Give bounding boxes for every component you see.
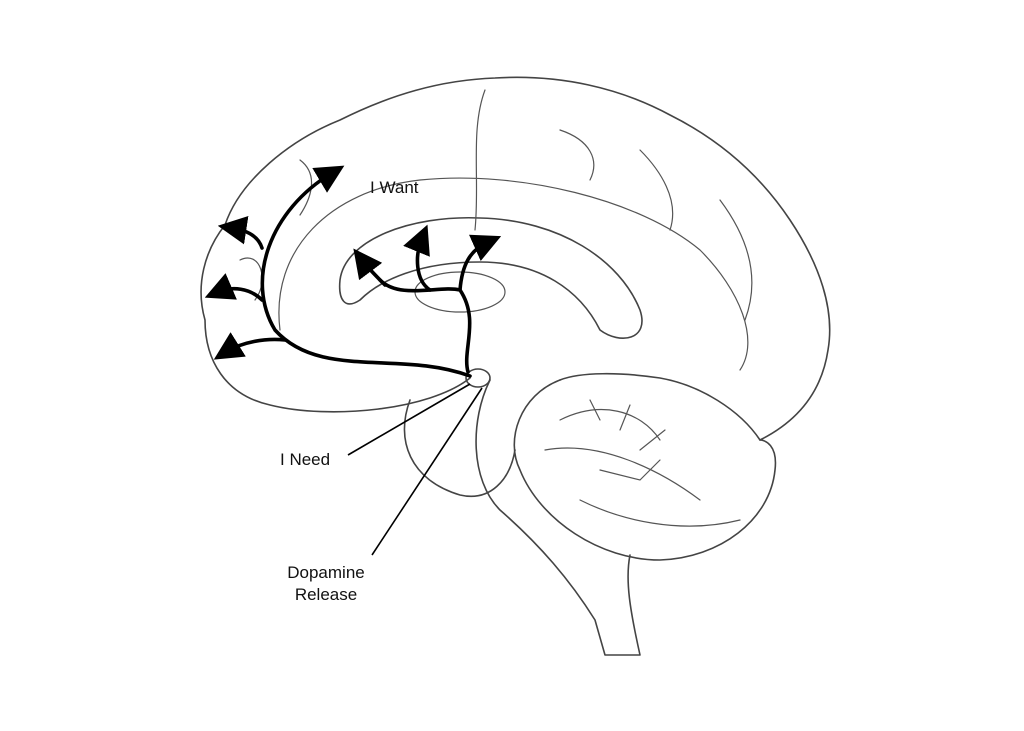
pathway-limbic-arrow-1: [353, 248, 387, 287]
label-i-need: I Need: [280, 450, 330, 469]
cerebellum-folds: [544, 399, 741, 527]
pathway-limbic: [378, 278, 472, 374]
pathway-branch-3: [213, 332, 287, 360]
pathway-branch-1: [217, 215, 264, 250]
temporal-lobe: [403, 399, 516, 498]
pathway-branch-2: [204, 273, 264, 302]
cerebellum: [513, 379, 777, 561]
need-pointer-line: [347, 383, 471, 456]
ventral-tegmental-area: [465, 368, 491, 388]
cingulate-gyrus: [239, 89, 753, 371]
label-dopamine: Dopamine: [287, 563, 365, 582]
dopamine-pointer-line: [371, 387, 483, 556]
label-i-want: I Want: [370, 178, 419, 197]
pathway-i-want: [260, 165, 472, 378]
pathway-limbic-arrow-3: [458, 234, 502, 292]
brainstem: [475, 379, 641, 656]
cerebrum-outline: [200, 76, 831, 441]
pathway-limbic-arrow-2: [403, 224, 432, 292]
label-release: Release: [295, 585, 357, 604]
corpus-callosum: [338, 216, 643, 339]
